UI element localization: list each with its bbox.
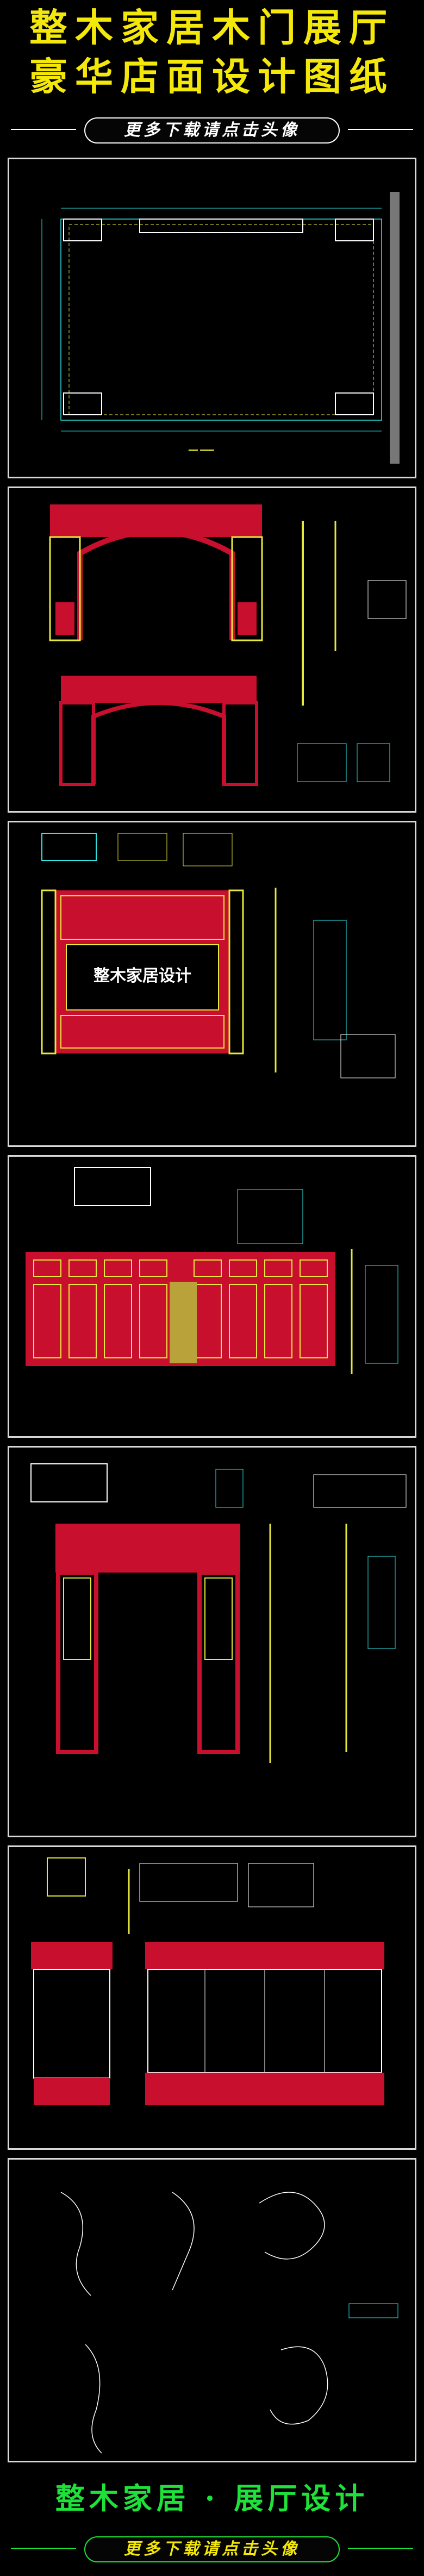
ornament-details-drawing (60, 2192, 398, 2454)
cad-panel-portal-elevation (8, 1446, 416, 1837)
wall-elevation-drawing (41, 833, 396, 1078)
banner-divider-right (348, 2548, 413, 2549)
banner-divider-left (11, 2548, 76, 2549)
download-banner-top[interactable]: 更多下载请点击头像 (11, 114, 413, 145)
download-banner-bottom[interactable]: 更多下载请点击头像 (11, 2533, 413, 2563)
banner-divider-right (348, 129, 413, 130)
cad-panel-cabinet-elevation (8, 1845, 416, 2150)
page-title-line-2: 豪华店面设计图纸 (29, 54, 395, 99)
cad-panel-ornament-details (8, 2158, 416, 2462)
cad-panel-arch-elevation (8, 486, 416, 813)
panel-overlay-text: 整木家居设计 (93, 966, 191, 986)
cabinet-elevation-drawing (31, 1857, 384, 2105)
floor-plan-drawing: ━━ ━━━ (41, 192, 400, 464)
cad-panel-floor-plan: ━━ ━━━ (8, 158, 416, 478)
download-banner-label[interactable]: 更多下载请点击头像 (84, 117, 340, 144)
portal-elevation-drawing (30, 1463, 407, 1763)
cad-panel-door-elevation (8, 1155, 416, 1438)
banner-divider-left (11, 129, 76, 130)
door-elevation-drawing (26, 1167, 398, 1374)
arch-elevation-drawing (49, 504, 407, 786)
svg-text:━━ ━━━: ━━ ━━━ (188, 446, 214, 455)
cad-panel-wall-elevation: 整木家居设计 (8, 821, 416, 1147)
download-banner-label[interactable]: 更多下载请点击头像 (84, 2536, 340, 2562)
footer-slogan: 整木家居 · 展厅设计 (55, 2481, 369, 2516)
page-title-line-1: 整木家居木门展厅 (29, 5, 395, 50)
